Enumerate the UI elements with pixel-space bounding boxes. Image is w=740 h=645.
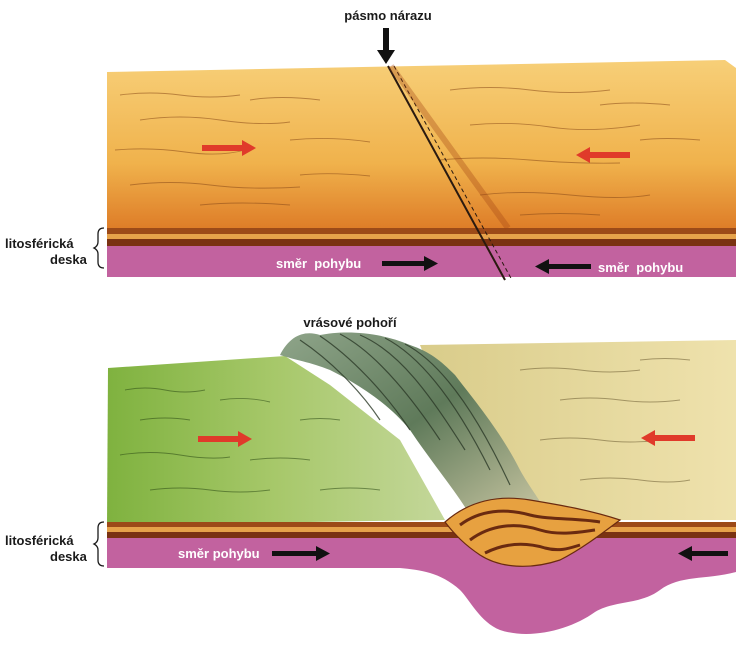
lower-strata-low [107, 532, 736, 538]
upper-plate-label-line1: litosférická [5, 236, 74, 251]
lower-plate-label-line2: deska [50, 549, 88, 564]
upper-right-direction-label: směr pohybu [598, 260, 683, 275]
upper-plate-label-line2: deska [50, 252, 88, 267]
lower-plate-label-line1: litosférická [5, 533, 74, 548]
lower-strata-mid [107, 527, 736, 532]
upper-plate-bracket [94, 228, 104, 268]
upper-left-direction-label: směr pohybu [276, 256, 361, 271]
upper-strata-mid [107, 234, 736, 239]
collision-zone-label: pásmo nárazu [344, 8, 431, 23]
upper-block: směr pohybu směr pohybu [107, 60, 736, 280]
lower-plate-bracket [94, 522, 104, 566]
lower-left-direction-label: směr pohybu [178, 546, 260, 561]
upper-plate-surface [107, 60, 736, 232]
fold-mountains-label: vrásové pohoří [303, 315, 397, 330]
lower-strata-top [107, 522, 736, 527]
collision-zone-arrow [377, 28, 395, 64]
upper-strata-top [107, 228, 736, 234]
lower-block: směr pohybu [107, 332, 736, 633]
upper-strata-low [107, 239, 736, 246]
